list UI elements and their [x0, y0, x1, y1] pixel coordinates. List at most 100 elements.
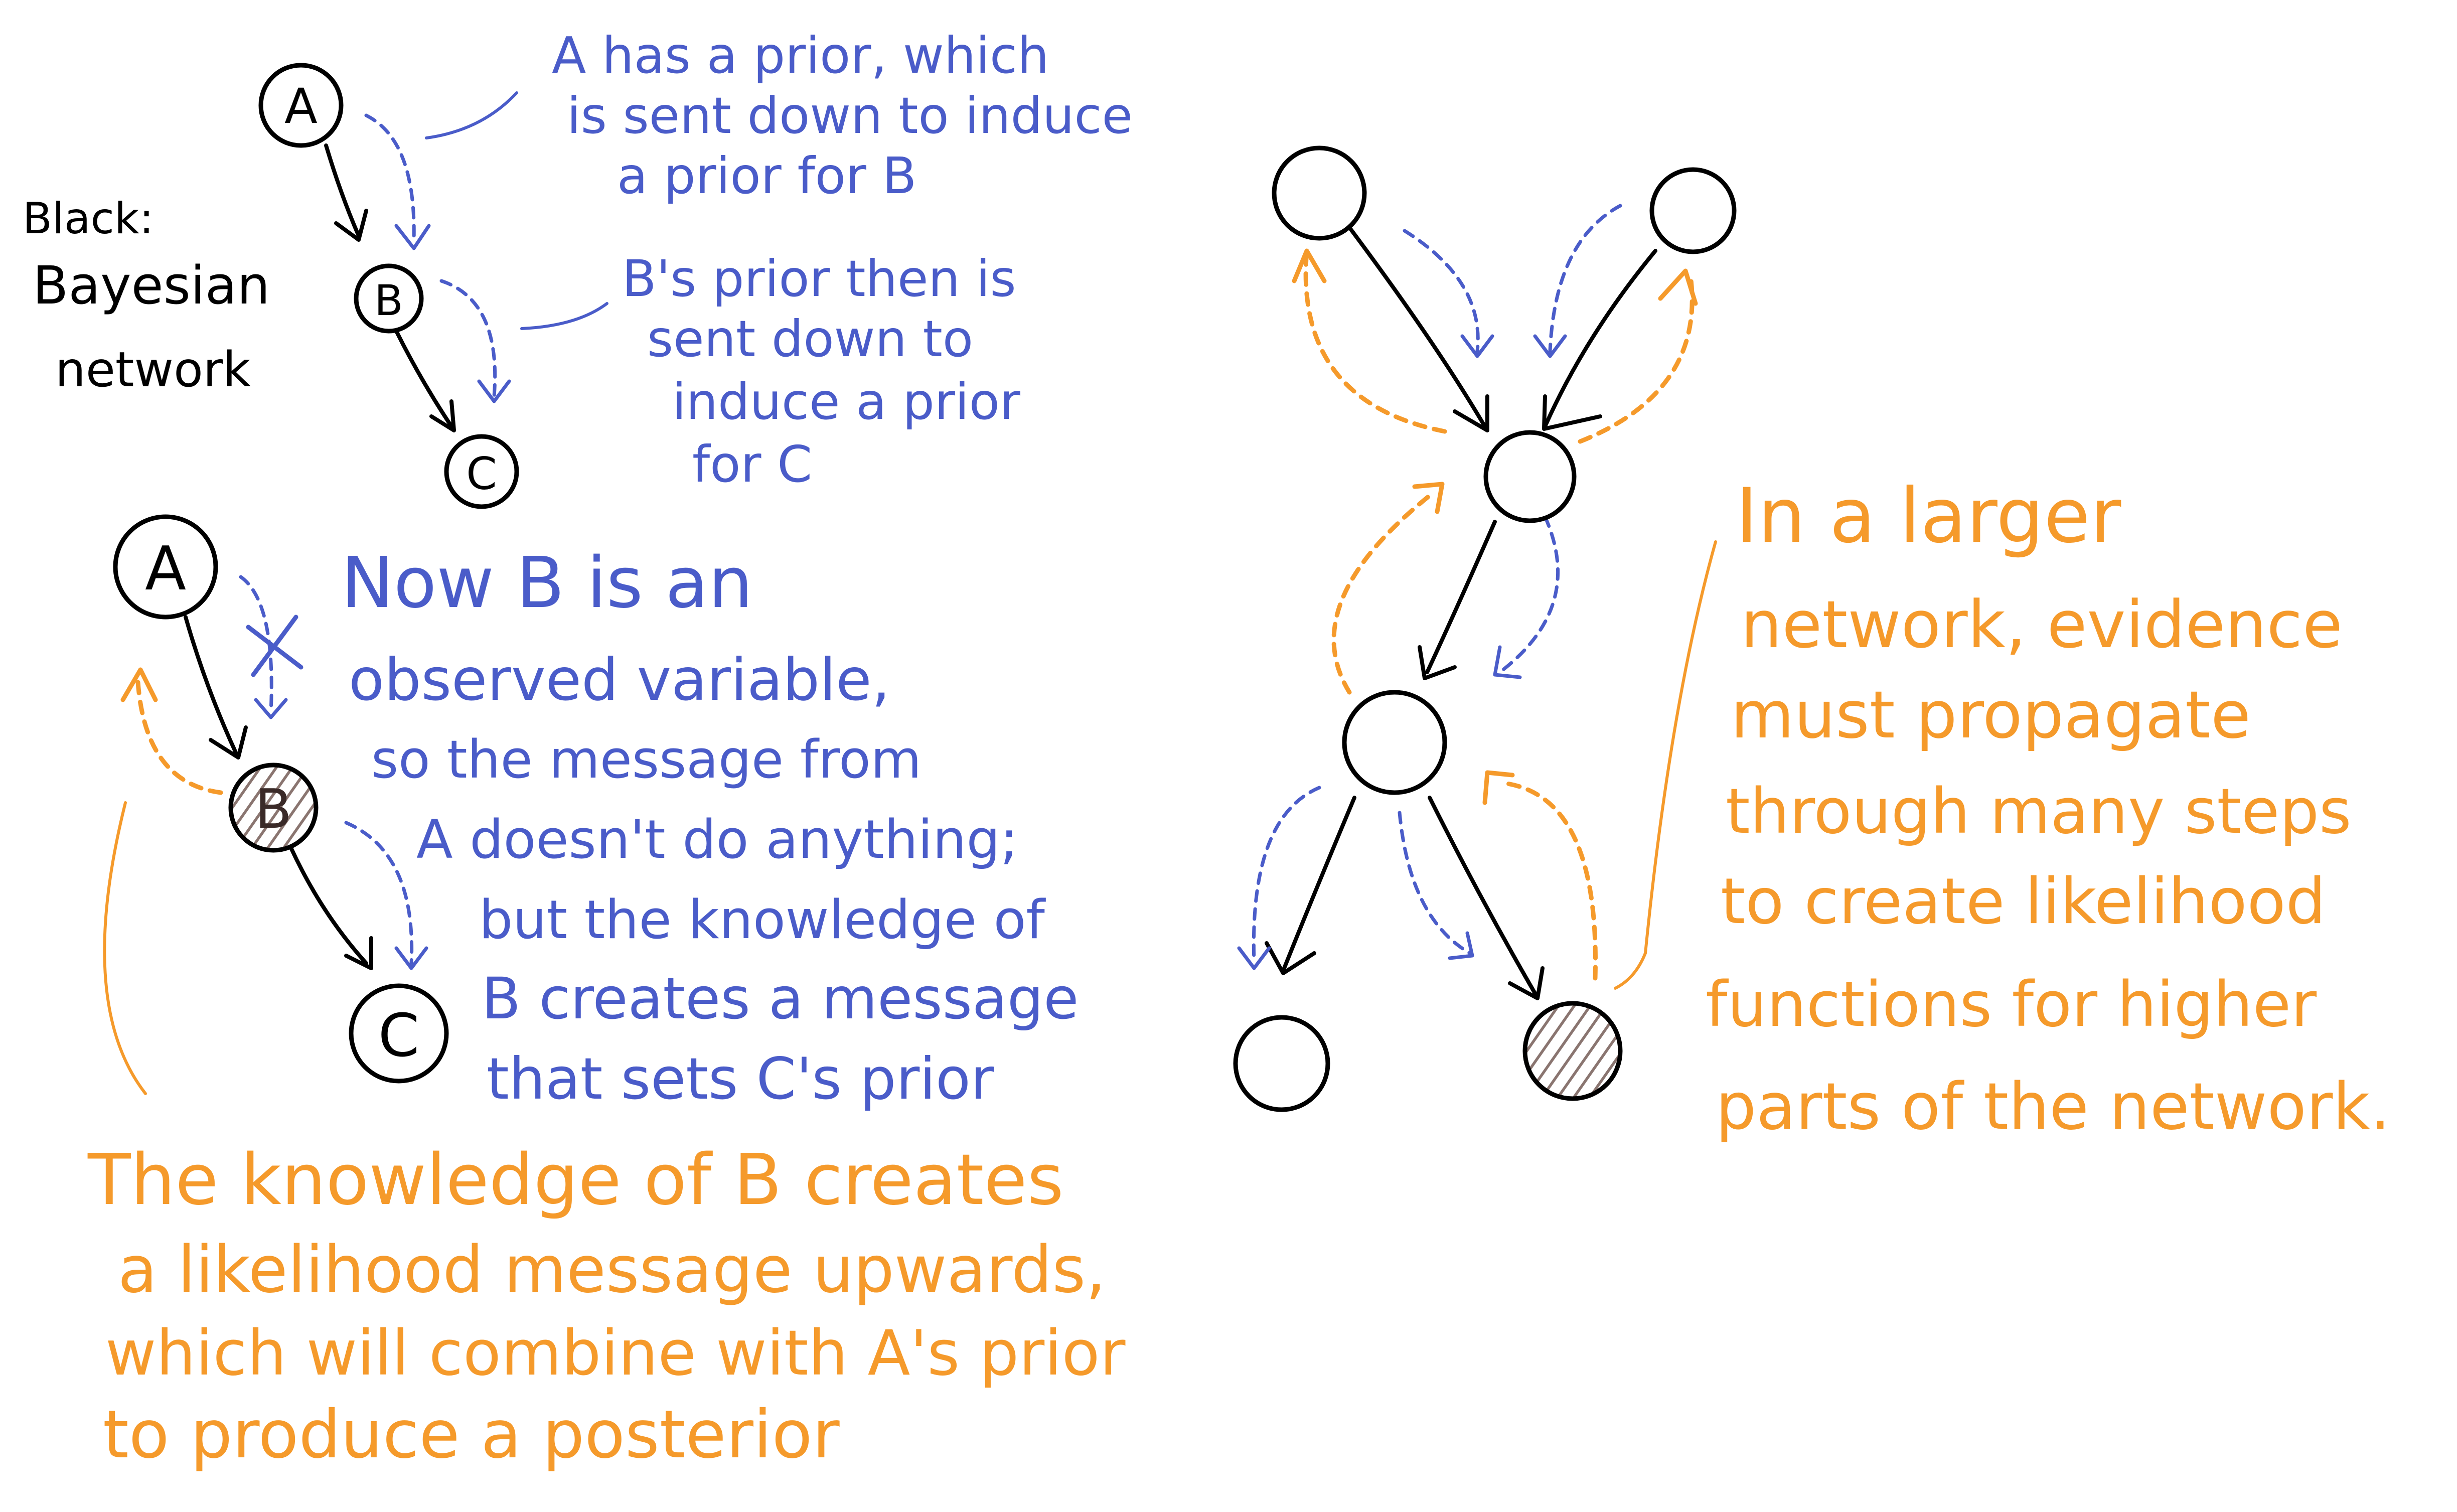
- likelihood-br-low: [1497, 780, 1598, 981]
- arrowhead-low-br: [1508, 966, 1545, 1000]
- arrowhead-low-bl: [1265, 941, 1316, 975]
- note-observed-line-3: so the message from: [371, 729, 922, 790]
- arrowhead-prior-b-c: [477, 379, 511, 403]
- node-bottom-left: [1233, 1015, 1330, 1112]
- legend-line-1: Black:: [23, 194, 154, 244]
- likelihood-mid-tr: [1578, 273, 1695, 444]
- note-larger-line-4: through many steps: [1726, 776, 2352, 848]
- edge-b-c: [394, 329, 453, 428]
- edge-mid-low: [1425, 520, 1497, 674]
- note-observed-line-5: but the knowledge of: [479, 889, 1046, 951]
- note-b-line-4: for C: [692, 435, 812, 494]
- prior-low-br: [1398, 811, 1472, 955]
- note-a-line-3: a prior for B: [617, 146, 916, 205]
- note-larger-line-5: to create likelihood: [1721, 864, 2326, 938]
- arrowhead-prior-tr-mid: [1533, 334, 1567, 358]
- prior-tr-mid: [1548, 204, 1622, 353]
- arrowhead-prior-tl-mid: [1460, 334, 1494, 358]
- pointer-note-a: [425, 91, 518, 139]
- legend-line-3: network: [55, 342, 251, 398]
- pointer-larger-note: [1614, 540, 1717, 990]
- node-c-2: [349, 983, 449, 1084]
- diagram-1-chain: A B C A has a prior, which is sent down …: [258, 26, 1133, 509]
- legend-line-2: Bayesian: [33, 255, 270, 316]
- note-observed-line-1: Now B is an: [341, 542, 753, 624]
- note-likelihood-line-1: The knowledge of B creates: [87, 1139, 1064, 1221]
- arrowhead-blocked: [254, 698, 288, 719]
- node-c: [444, 434, 519, 509]
- likelihood-low-mid: [1331, 489, 1437, 695]
- arrowhead-likelihood-up: [120, 667, 158, 702]
- node-bottom-right-observed: [1522, 1001, 1623, 1101]
- note-observed: Now B is an observed variable, so the me…: [341, 542, 1079, 1112]
- note-observed-line-6: B creates a message: [482, 965, 1079, 1032]
- pointer-note-b: [520, 302, 608, 330]
- arrowhead-b-c-2: [344, 936, 373, 970]
- edge-tr-mid: [1543, 249, 1657, 428]
- arrowhead-prior-low-bl: [1237, 946, 1271, 970]
- node-c-label: C: [466, 448, 497, 500]
- arrowhead-likelihood-mid-tr: [1658, 268, 1698, 306]
- arrowhead-b-c: [429, 399, 456, 432]
- edge-b-c-2: [289, 846, 368, 965]
- arrowhead-prior-b-c-2: [394, 946, 428, 970]
- arrowhead-a-b: [334, 209, 368, 242]
- node-a: [258, 63, 344, 148]
- note-b-line-3: induce a prior: [672, 372, 1021, 431]
- note-a-prior: A has a prior, which is sent down to ind…: [552, 26, 1133, 205]
- edge-a-b-2: [184, 615, 238, 754]
- arrowhead-tl-mid: [1453, 394, 1489, 432]
- node-b-2-label: B: [255, 778, 292, 841]
- likelihood-message-b-to-a: [135, 680, 223, 795]
- node-b-label: B: [374, 276, 403, 325]
- node-c-2-label: C: [378, 1001, 419, 1070]
- note-larger-line-7: parts of the network.: [1716, 1070, 2390, 1144]
- blocked-cross-2: [251, 615, 298, 677]
- node-middle: [1483, 430, 1577, 523]
- arrowhead-a-b-2: [209, 725, 248, 760]
- prior-message-b-to-c-2: [344, 821, 414, 965]
- note-likelihood-line-2: a likelihood message upwards,: [118, 1233, 1106, 1307]
- note-a-line-2: is sent down to induce: [567, 86, 1133, 145]
- node-a-label: A: [284, 78, 318, 134]
- arrowhead-prior-a-b: [394, 224, 431, 250]
- edge-low-br: [1428, 796, 1537, 995]
- node-top-right: [1649, 167, 1737, 254]
- node-lower: [1342, 690, 1447, 795]
- node-a-2: [113, 514, 218, 620]
- note-larger-line-1: In a larger: [1736, 473, 2121, 560]
- arrowhead-prior-mid-low: [1493, 645, 1522, 679]
- note-larger-line-3: must propagate: [1731, 677, 2251, 753]
- node-b: [354, 263, 424, 334]
- edge-a-b: [324, 143, 361, 238]
- edge-tl-mid: [1342, 219, 1487, 428]
- note-b-prior: B's prior then is sent down to induce a …: [622, 249, 1021, 494]
- pointer-orange-note: [103, 801, 147, 1095]
- note-larger-line-2: network, evidence: [1741, 586, 2343, 663]
- node-top-left: [1272, 145, 1367, 241]
- note-likelihood: The knowledge of B creates a likelihood …: [87, 1139, 1126, 1473]
- note-larger-line-6: functions for higher: [1706, 969, 2317, 1041]
- note-b-line-1: B's prior then is: [622, 249, 1016, 308]
- diagram-3-larger-network: In a larger network, evidence must propa…: [1233, 145, 2390, 1144]
- note-observed-line-4: A doesn't do anything;: [416, 809, 1018, 870]
- prior-tl-mid: [1403, 229, 1480, 353]
- arrowhead-likelihood-mid-tl: [1292, 248, 1327, 283]
- note-observed-line-7: that sets C's prior: [487, 1045, 994, 1112]
- prior-message-b-to-c: [439, 279, 497, 398]
- note-larger-network: In a larger network, evidence must propa…: [1706, 473, 2390, 1144]
- node-b-2-observed: [228, 763, 319, 853]
- note-likelihood-line-4: to produce a posterior: [103, 1396, 840, 1473]
- prior-low-bl: [1252, 786, 1321, 965]
- note-a-line-1: A has a prior, which: [552, 26, 1049, 85]
- prior-mid-low: [1498, 515, 1560, 674]
- arrowhead-prior-low-br: [1448, 931, 1474, 960]
- arrowhead-likelihood-br-low: [1482, 770, 1515, 805]
- note-b-line-2: sent down to: [647, 310, 973, 368]
- diagram-2-observed: A B C Now B is an observed variable, so …: [87, 514, 1126, 1473]
- likelihood-mid-tl: [1303, 248, 1447, 434]
- prior-message-a-to-b: [364, 113, 416, 243]
- prior-message-a-blocked: [239, 575, 273, 714]
- edge-low-bl: [1282, 796, 1356, 970]
